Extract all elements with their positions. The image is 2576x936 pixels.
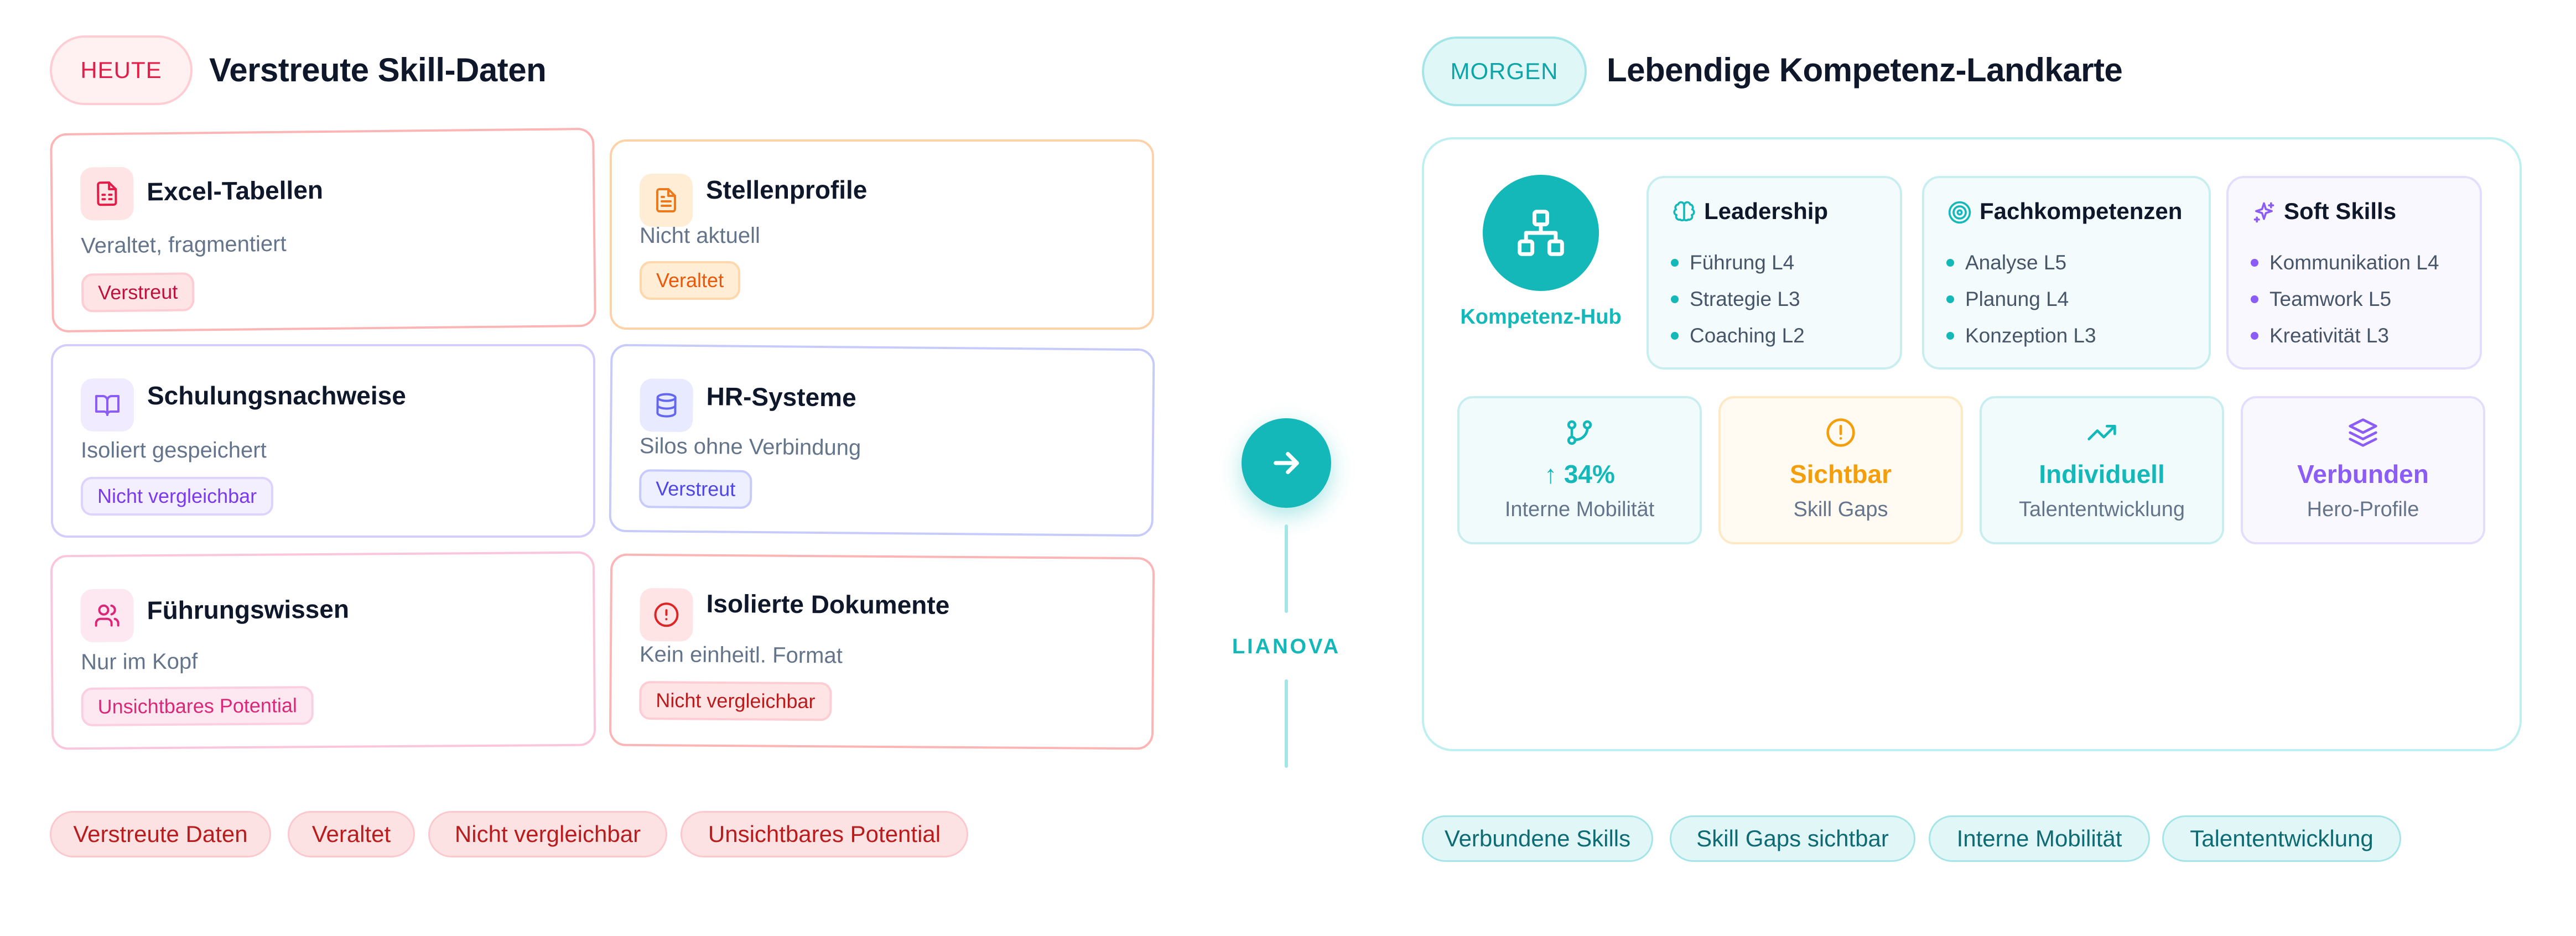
skill-group-soft-skills: Soft Skills Kommunikation L4 Teamwork L5… (2226, 176, 2482, 370)
metric-talententwicklung: Individuell Talententwicklung (1980, 396, 2224, 544)
book-icon (81, 378, 134, 431)
metric-hero-profile: Verbunden Hero-Profile (2241, 396, 2485, 544)
list-item: Führung L4 (1671, 245, 1805, 281)
metric-value: Verbunden (2297, 460, 2429, 488)
card-excel-tabellen: Excel-Tabellen Veraltet, fragmentiert Ve… (50, 127, 596, 333)
card-subtitle: Isoliert gespeichert (81, 438, 267, 462)
card-isolierte-dokumente: Isolierte Dokumente Kein einheitl. Forma… (609, 553, 1155, 750)
heute-pill: HEUTE (50, 35, 193, 105)
connector-line-bottom (1285, 679, 1288, 768)
list-item: Kreativität L3 (2251, 318, 2439, 354)
database-icon (640, 378, 693, 433)
kompetenz-hub (1483, 175, 1599, 291)
lianova-label: LIANOVA (1232, 635, 1341, 658)
card-stellenprofile: Stellenprofile Nicht aktuell Veraltet (610, 139, 1154, 330)
connector-line-top (1285, 524, 1288, 613)
card-title: Stellenprofile (706, 175, 868, 204)
morgen-pill: MORGEN (1422, 37, 1587, 106)
transition-arrow-button (1242, 418, 1331, 508)
skill-group-title: Soft Skills (2284, 198, 2397, 224)
status-badge: Nicht vergleichbar (81, 477, 274, 516)
status-badge: Veraltet (640, 261, 741, 300)
skill-group-leadership: Leadership Führung L4 Strategie L3 Coach… (1647, 176, 1902, 370)
tag-nicht-vergleichbar: Nicht vergleichbar (428, 811, 667, 857)
list-item: Strategie L3 (1671, 281, 1805, 318)
sparkles-icon (2253, 202, 2274, 223)
status-badge: Unsichtbares Potential (81, 686, 314, 727)
card-subtitle: Nicht aktuell (640, 223, 760, 248)
git-branch-icon (1567, 420, 1592, 445)
list-item: Konzeption L3 (1946, 318, 2096, 354)
list-item: Teamwork L5 (2251, 281, 2439, 318)
card-title: Schulungsnachweise (147, 381, 406, 410)
metric-value: Individuell (2039, 460, 2165, 488)
card-fuehrungswissen: Führungswissen Nur im Kopf Unsichtbares … (50, 551, 596, 750)
document-icon (640, 174, 693, 227)
list-item: Kommunikation L4 (2251, 245, 2439, 281)
metric-label: Hero-Profile (2307, 498, 2419, 521)
brain-icon (1673, 201, 1695, 222)
status-badge: Verstreut (638, 469, 752, 509)
card-title: Führungswissen (147, 594, 350, 625)
card-schulungsnachweise: Schulungsnachweise Isoliert gespeichert … (51, 344, 595, 538)
tag-skill-gaps-sichtbar: Skill Gaps sichtbar (1670, 815, 1915, 862)
right-title: Lebendige Kompetenz-Landkarte (1607, 51, 2123, 89)
metric-label: Skill Gaps (1793, 498, 1888, 521)
card-subtitle: Veraltet, fragmentiert (81, 231, 287, 258)
card-title: HR-Systeme (706, 382, 856, 412)
metric-label: Talententwicklung (2019, 498, 2185, 521)
skill-group-title: Leadership (1704, 198, 1829, 224)
card-subtitle: Nur im Kopf (80, 649, 198, 675)
card-title: Excel-Tabellen (146, 175, 324, 206)
left-title: Verstreute Skill-Daten (209, 51, 547, 89)
list-item: Planung L4 (1946, 281, 2096, 318)
metric-interne-mobilitaet: ↑ 34% Interne Mobilität (1457, 396, 1702, 544)
card-subtitle: Silos ohne Verbindung (639, 434, 861, 460)
metric-skill-gaps: Sichtbar Skill Gaps (1718, 396, 1963, 544)
hub-label: Kompetenz-Hub (1460, 305, 1622, 329)
metric-value: ↑ 34% (1544, 460, 1615, 488)
hierarchy-icon (1518, 210, 1564, 256)
metric-label: Interne Mobilität (1504, 498, 1655, 521)
alert-icon (640, 587, 693, 642)
layers-icon (2349, 418, 2377, 447)
target-icon (1948, 201, 1971, 224)
skill-group-fachkompetenzen: Fachkompetenzen Analyse L5 Planung L4 Ko… (1922, 176, 2211, 370)
tag-talententwicklung: Talententwicklung (2162, 815, 2401, 862)
tag-veraltet: Veraltet (288, 811, 415, 857)
metric-value: Sichtbar (1789, 460, 1892, 488)
list-item: Analyse L5 (1946, 245, 2096, 281)
status-badge: Verstreut (81, 272, 195, 313)
card-hr-systeme: HR-Systeme Silos ohne Verbindung Verstre… (609, 344, 1155, 537)
skill-group-title: Fachkompetenzen (1980, 198, 2183, 224)
arrow-right-icon (1274, 451, 1299, 475)
tag-verstreute-daten: Verstreute Daten (50, 811, 271, 857)
tag-unsichtbares-potential: Unsichtbares Potential (681, 811, 968, 857)
spreadsheet-icon (80, 167, 134, 221)
card-subtitle: Kein einheitl. Format (639, 642, 843, 668)
alert-circle-icon (1826, 418, 1855, 447)
status-badge: Nicht vergleichbar (639, 680, 832, 721)
tag-verbundene-skills: Verbundene Skills (1422, 815, 1653, 862)
tag-interne-mobilitaet: Interne Mobilität (1929, 815, 2150, 862)
list-item: Coaching L2 (1671, 318, 1805, 354)
trending-up-icon (2087, 425, 2116, 440)
card-title: Isolierte Dokumente (706, 589, 950, 620)
users-icon (80, 589, 134, 643)
